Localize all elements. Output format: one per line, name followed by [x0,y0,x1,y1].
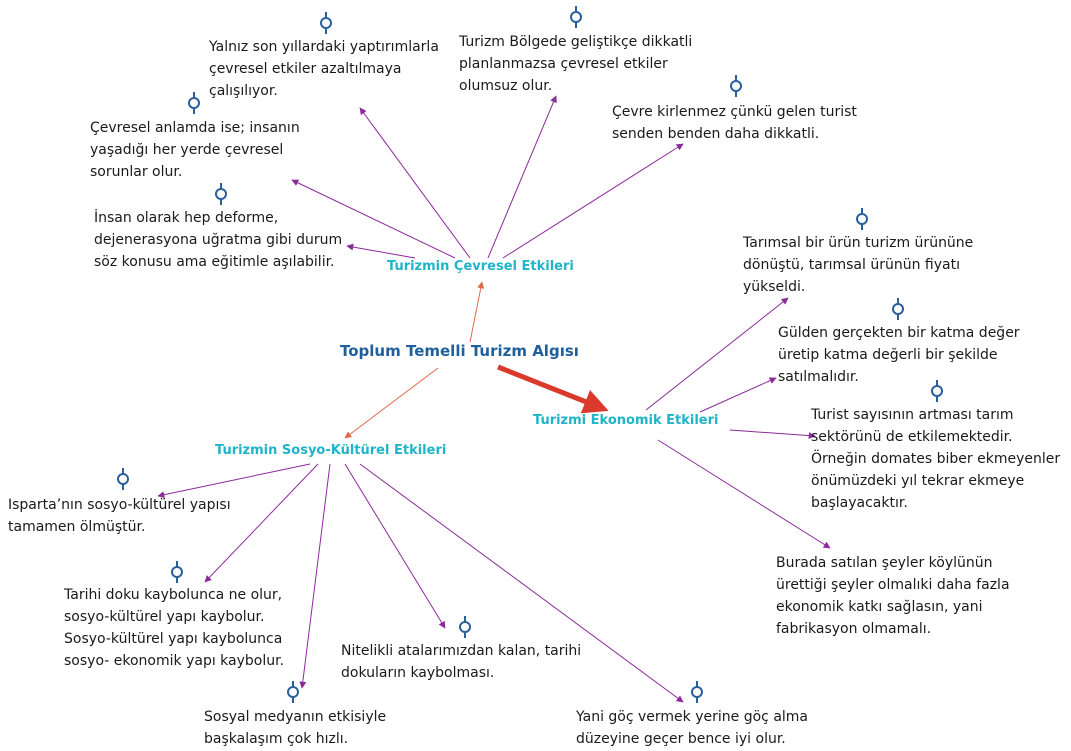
link-sosyo-4 [299,463,331,689]
quote-eko-1: Tarımsal bir ürün turizm ürününe dönüştü… [743,235,974,295]
link-eko-4 [657,439,831,549]
quote-pin-icon [320,12,332,34]
link-main-cevresel [469,281,485,343]
link-sosyo-2 [204,463,319,583]
category-sosyo: Turizmin Sosyo-Kültürel Etkileri [215,443,447,458]
quote-pin-icon [931,380,943,402]
quote-cevre-3: Çevre kirlenmez çünkü gelen turist sende… [612,104,857,142]
quote-sosyo-2: Tarihi doku kaybolunca ne olur, sosyo-kü… [64,587,285,669]
link-sosyo-1 [157,463,311,499]
link-cevre-2 [487,95,557,259]
link-cevre-1 [359,107,471,259]
quote-sosyo-5: Yani göç vermek yerine göç alma düzeyine… [576,709,808,747]
link-sosyo-5 [359,463,684,703]
category-cevresel: Turizmin Çevresel Etkileri [387,259,574,274]
link-eko-2 [699,377,777,413]
quote-cevre-5: İnsan olarak hep deforme, dejenerasyona … [94,210,343,270]
quote-pin-icon [856,208,868,230]
quote-pin-icon [892,298,904,320]
quote-eko-2: Gülden gerçekten bir katma değer üretip … [778,325,1020,385]
quote-pin-icon [691,681,703,703]
quote-sosyo-4: Sosyal medyanın etkisiyle başkalaşım çok… [204,709,387,747]
quote-cevre-2: Turizm Bölgede geliştikçe dikkatli planl… [459,34,693,94]
category-ekonomik: Turizmi Ekonomik Etkileri [533,413,719,428]
quote-pin-icon [459,616,471,638]
quote-pin-icon [188,92,200,114]
link-main-sosyo [344,367,439,439]
quote-pin-icon [287,681,299,703]
quote-cevre-4: Çevresel anlamda ise; insanın yaşadığı h… [90,120,300,180]
quote-sosyo-3: Nitelikli atalarımızdan kalan, tarihi do… [341,643,582,681]
link-cevre-4 [291,179,456,259]
quote-pin-icon [730,75,742,97]
quote-pin-icon [117,468,129,490]
quote-pin-icon [570,6,582,28]
link-cevre-3 [502,143,684,259]
main-topic: Toplum Temelli Turizm Algısı [340,342,579,360]
link-cevre-5 [346,243,416,259]
quote-cevre-1: Yalnız son yıllardaki yaptırımlarla çevr… [209,39,439,99]
link-eko-3 [729,429,816,440]
quote-eko-3: Turist sayısının artması tarım sektörünü… [811,407,1061,511]
quote-sosyo-1: Isparta’nın sosyo-kültürel yapısı tamame… [8,497,231,535]
link-main-ekonomik [497,364,609,414]
quote-pin-icon [215,183,227,205]
quote-pin-icon [171,561,183,583]
quote-eko-4: Burada satılan şeyler köylünün ürettiği … [776,555,1010,637]
link-eko-1 [645,297,789,411]
link-sosyo-3 [344,463,446,629]
